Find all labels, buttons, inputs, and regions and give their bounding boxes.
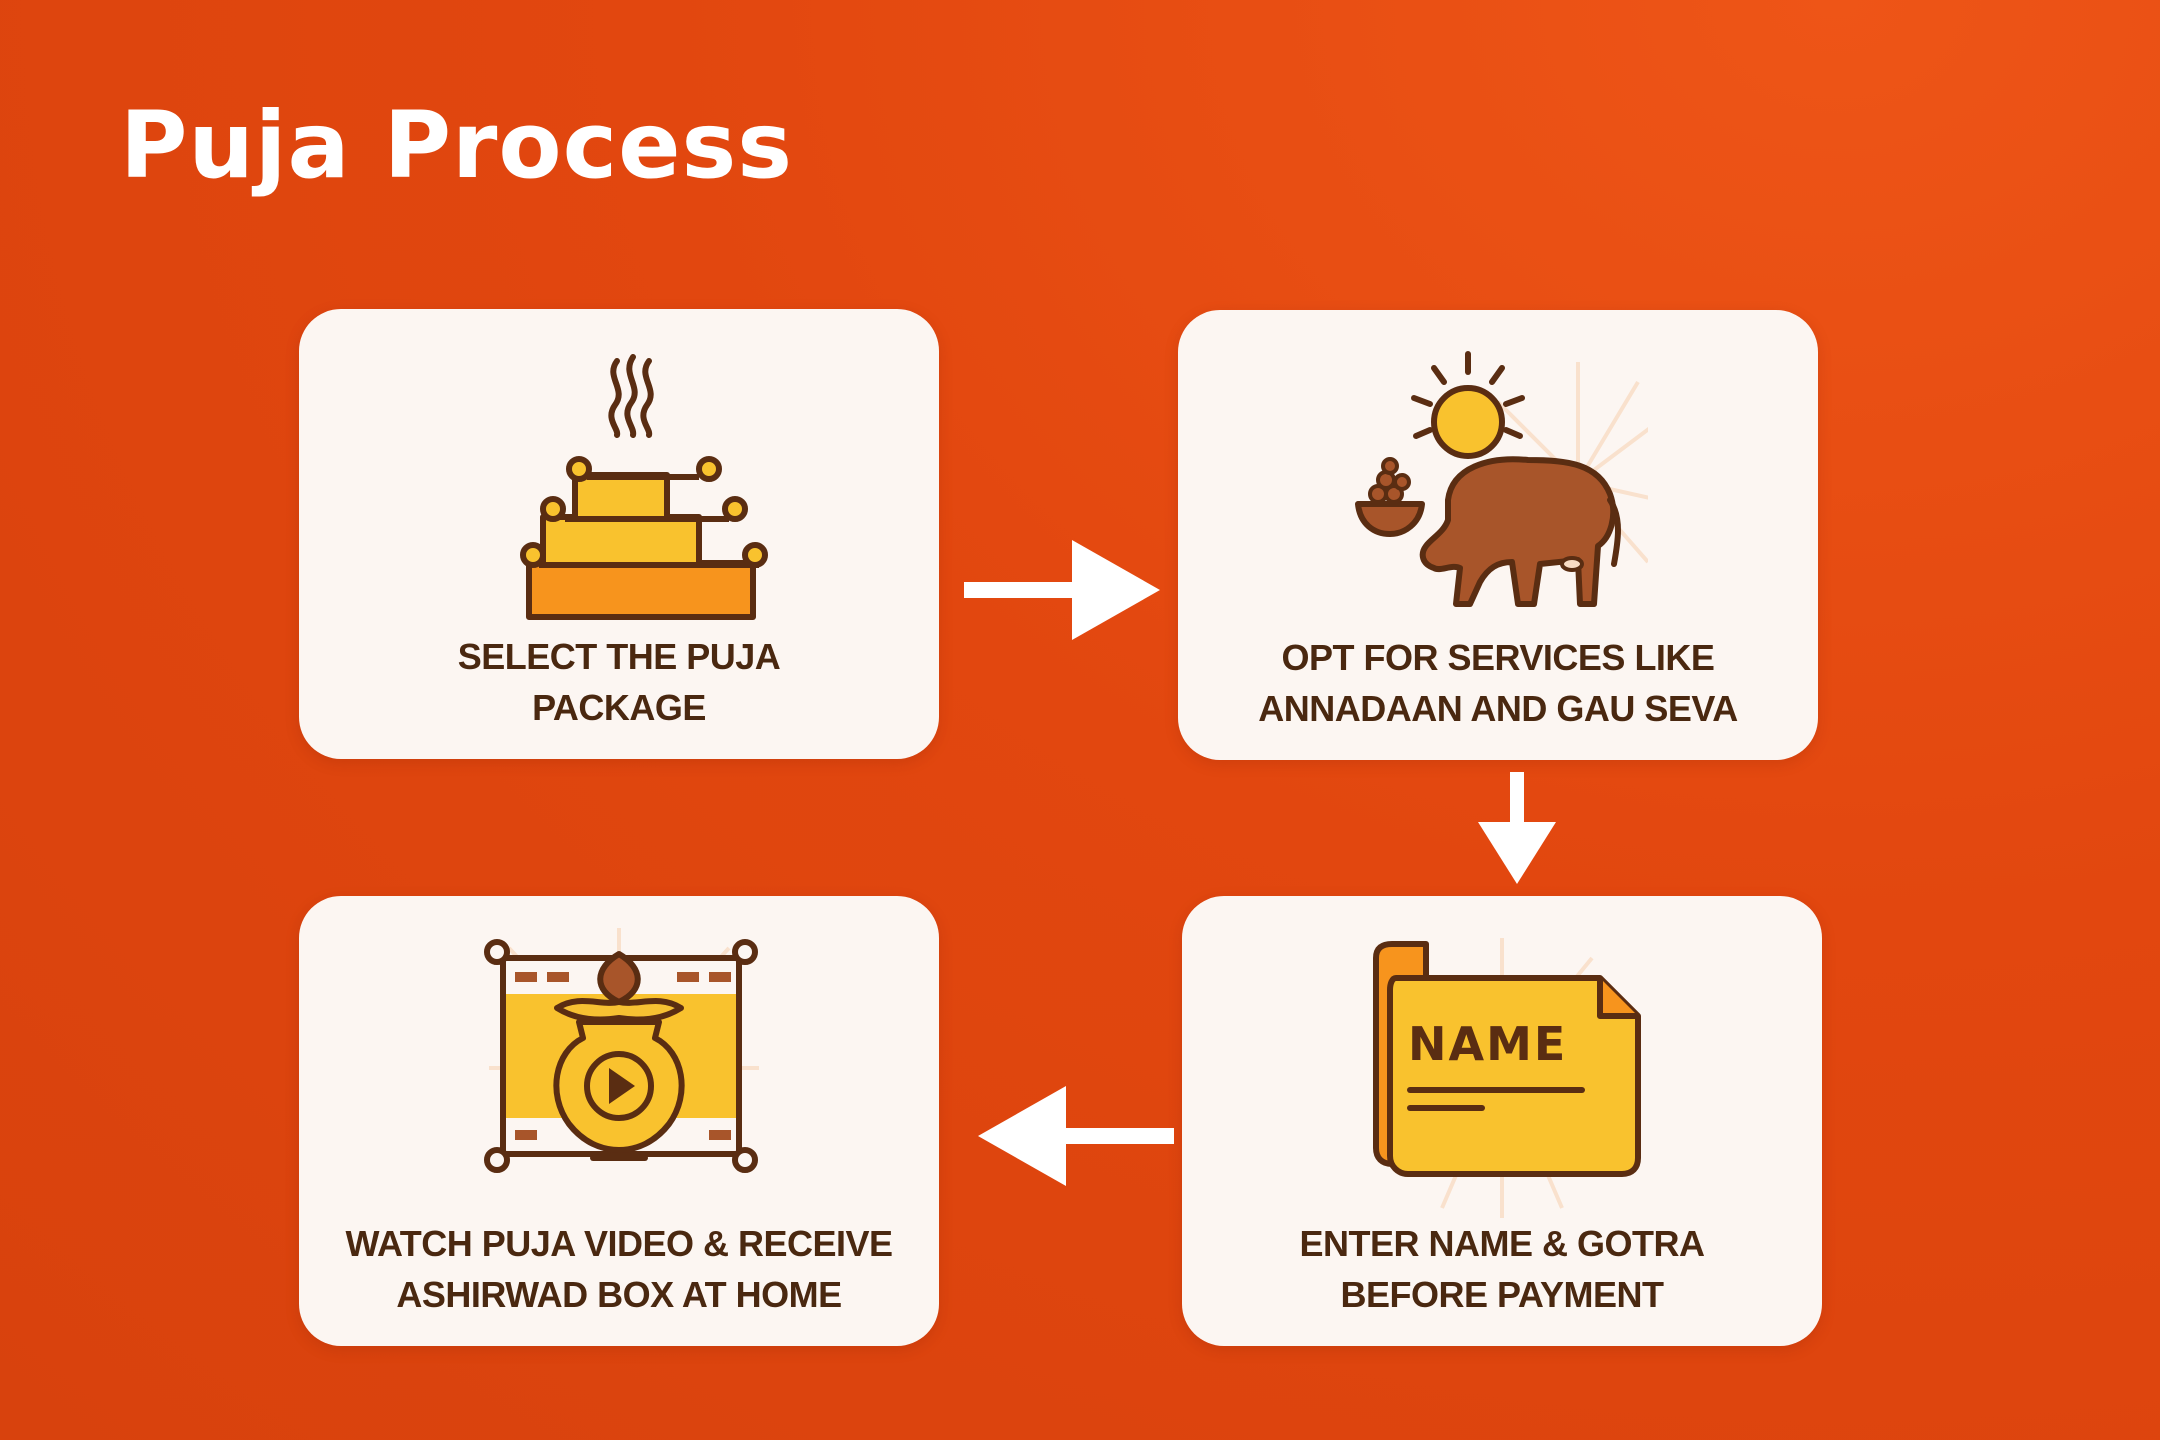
step-label-line-2: PACKAGE xyxy=(532,687,706,728)
step-card-watch-video: WATCH PUJA VIDEO & RECEIVE ASHIRWAD BOX … xyxy=(299,896,939,1346)
page-title: Puja Process xyxy=(120,92,794,199)
arrow-left-icon xyxy=(978,1086,1174,1186)
name-scroll-text: NAME xyxy=(1408,1017,1567,1071)
step-label: SELECT THE PUJA PACKAGE xyxy=(329,631,909,733)
kalash-video-icon xyxy=(484,928,759,1173)
step-card-enter-name: NAME ENTER NAME & GOTRA BEFORE PAYMENT xyxy=(1182,896,1822,1346)
step-label-line-1: WATCH PUJA VIDEO & RECEIVE xyxy=(345,1223,893,1264)
step-label-line-1: ENTER NAME & GOTRA xyxy=(1299,1223,1706,1264)
name-scroll-icon: NAME xyxy=(1373,938,1641,1218)
arrow-right-icon xyxy=(964,540,1160,640)
step-label-line-2: BEFORE PAYMENT xyxy=(1340,1274,1664,1315)
step-label-line-1: OPT FOR SERVICES LIKE xyxy=(1281,637,1715,678)
cow-feeding-icon xyxy=(1355,351,1648,607)
arrow-down-icon xyxy=(1478,772,1556,884)
step-label-line-2: ANNADAAN AND GAU SEVA xyxy=(1258,688,1738,729)
play-icon xyxy=(609,1068,635,1104)
step-label: WATCH PUJA VIDEO & RECEIVE ASHIRWAD BOX … xyxy=(329,1218,909,1320)
step-label: ENTER NAME & GOTRA BEFORE PAYMENT xyxy=(1212,1218,1792,1320)
step-card-select-package: SELECT THE PUJA PACKAGE xyxy=(299,309,939,759)
step-card-opt-services: OPT FOR SERVICES LIKE ANNADAAN AND GAU S… xyxy=(1178,310,1818,760)
altar-icon xyxy=(520,354,768,620)
step-label: OPT FOR SERVICES LIKE ANNADAAN AND GAU S… xyxy=(1208,632,1788,734)
step-label-line-2: ASHIRWAD BOX AT HOME xyxy=(396,1274,842,1315)
step-label-line-1: SELECT THE PUJA xyxy=(457,636,781,677)
